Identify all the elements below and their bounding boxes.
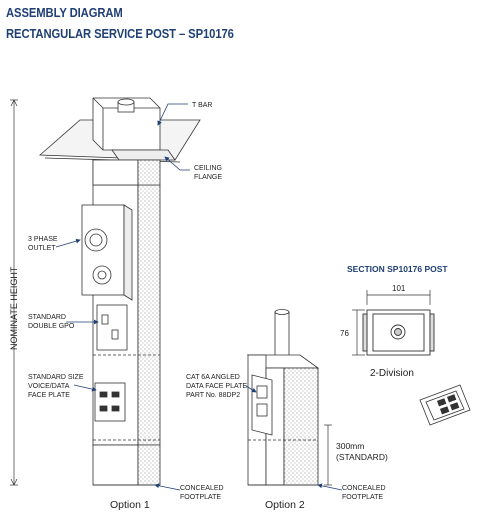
iso-data-plate-icon bbox=[419, 384, 471, 426]
double-gpo-plate bbox=[96, 304, 128, 351]
ceiling-flange-label-1: CEILING bbox=[194, 165, 222, 172]
option-2-post bbox=[246, 309, 320, 486]
gpo-label-2: DOUBLE GPO bbox=[28, 323, 75, 330]
section-dimension-width bbox=[366, 290, 431, 305]
option-1-post bbox=[38, 97, 201, 486]
t-bar-label: T BAR bbox=[192, 102, 213, 109]
cat6-label-1: CAT 6A ANGLED bbox=[186, 374, 240, 381]
cat6-label-3: PART No. 88DP2 bbox=[186, 392, 240, 399]
three-phase-label-2: OUTLET bbox=[28, 245, 56, 252]
nominate-height-label: NOMINATE HEIGHT bbox=[9, 266, 19, 350]
vd-label-1: STANDARD SIZE bbox=[28, 374, 84, 381]
section-profile bbox=[362, 309, 435, 356]
section-caption: 2-Division bbox=[370, 368, 414, 379]
option-2-label: Option 2 bbox=[265, 499, 305, 511]
dim-300-label-b: (STANDARD) bbox=[336, 452, 388, 462]
data-ports-icon bbox=[99, 391, 120, 412]
concealed-1-label-b: FOOTPLATE bbox=[180, 494, 221, 501]
option-1-label: Option 1 bbox=[110, 499, 150, 511]
leader-lines bbox=[55, 103, 343, 491]
concealed-2-label-a: CONCEALED bbox=[342, 485, 386, 492]
concealed-1-label-a: CONCEALED bbox=[180, 485, 224, 492]
dim-300-label-a: 300mm bbox=[336, 441, 364, 451]
ceiling-flange bbox=[111, 149, 176, 161]
vd-label-2: VOICE/DATA bbox=[28, 383, 70, 390]
section-dimension-height bbox=[352, 309, 365, 356]
section-title: SECTION SP10176 POST bbox=[347, 264, 448, 274]
three-phase-label-1: 3 PHASE bbox=[28, 236, 58, 243]
page-subtitle: RECTANGULAR SERVICE POST – SP10176 bbox=[6, 27, 234, 41]
post-side-face bbox=[137, 184, 161, 446]
page-title: ASSEMBLY DIAGRAM bbox=[6, 6, 123, 20]
cat6-label-2: DATA FACE PLATE bbox=[186, 383, 247, 390]
voice-data-plate bbox=[94, 382, 126, 422]
dim-300-line bbox=[324, 424, 332, 486]
section-height-label: 76 bbox=[340, 329, 349, 338]
nominate-height-dimension bbox=[10, 99, 18, 486]
concealed-2-label-b: FOOTPLATE bbox=[342, 494, 383, 501]
gpo-label-1: STANDARD bbox=[28, 314, 66, 321]
vd-label-3: FACE PLATE bbox=[28, 392, 70, 399]
ceiling-flange-label-2: FLANGE bbox=[194, 174, 222, 181]
section-width-label: 101 bbox=[392, 284, 406, 293]
